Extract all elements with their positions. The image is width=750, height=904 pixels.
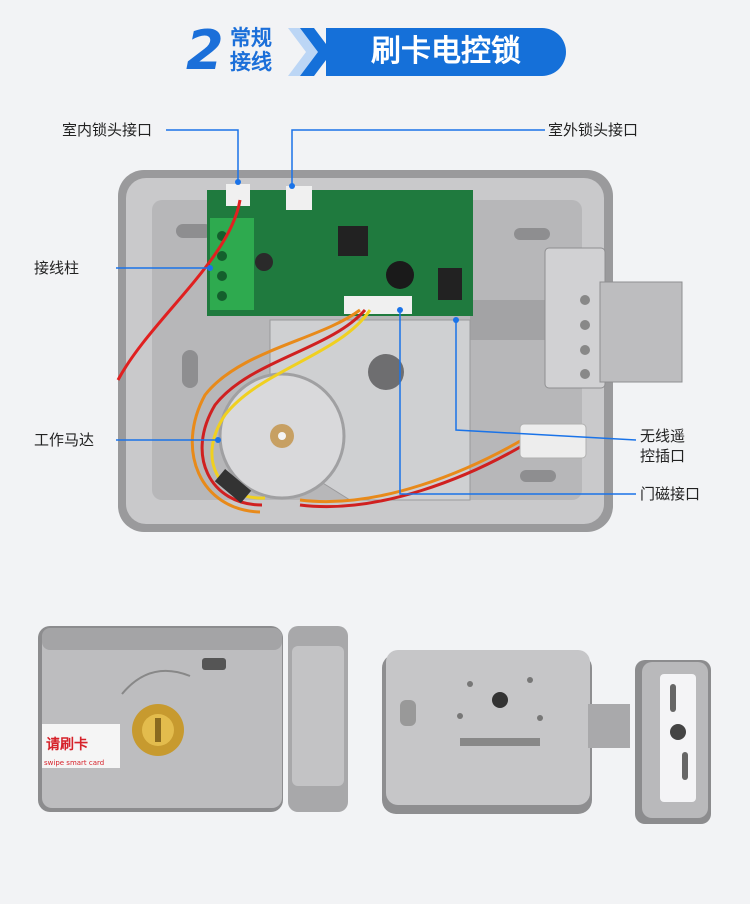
terminal-block <box>210 218 254 310</box>
case-slot <box>514 228 550 240</box>
screw-icon <box>580 320 590 330</box>
screw-icon <box>580 345 590 355</box>
wire <box>190 308 361 514</box>
screw-hole <box>492 692 508 708</box>
chip <box>438 268 462 300</box>
buzzer <box>386 261 414 289</box>
screw-icon <box>580 295 590 305</box>
back-bolt <box>588 704 630 748</box>
label-remote-line1: 无线遥 <box>640 427 686 445</box>
back-plate <box>386 650 590 805</box>
turn-arrow-icon <box>121 669 191 695</box>
cylinder-hole <box>368 354 404 390</box>
indoor-connector <box>226 184 250 206</box>
case-slot <box>520 470 556 482</box>
sensor-connector <box>344 296 412 314</box>
latch-bolt <box>599 281 683 383</box>
screw-hole <box>670 724 686 740</box>
header-banner: 2 常规 接线 刷卡电控锁 <box>186 22 566 82</box>
outdoor-connector <box>286 186 312 210</box>
case-slot <box>176 224 212 238</box>
lock-front-photo <box>38 626 348 812</box>
indicator-window <box>202 658 226 670</box>
lock-internal-photo <box>116 129 683 532</box>
lock-back-photo <box>382 650 711 824</box>
sticker-subtitle: swipe smart card <box>44 759 105 767</box>
callout-lines <box>116 129 637 495</box>
label-outdoor-port: 室外锁头接口 <box>548 121 639 139</box>
wire <box>299 438 523 504</box>
slot <box>460 738 540 746</box>
section-tag-line1: 常规 <box>230 26 272 50</box>
sticker-title: 请刷卡 <box>46 737 88 753</box>
section-tag-line2: 接线 <box>230 50 272 74</box>
label-remote-line2: 控插口 <box>640 447 686 465</box>
remote-plug <box>519 423 587 459</box>
capacitor <box>255 253 273 271</box>
latch-hinge <box>544 247 606 389</box>
label-terminal: 接线柱 <box>34 259 80 277</box>
chip <box>338 226 368 256</box>
banner-title: 刷卡电控锁 <box>326 28 566 76</box>
wire <box>200 309 367 507</box>
double-chevron-icon <box>288 28 332 76</box>
label-indoor-port: 室内锁头接口 <box>62 121 153 139</box>
case-slot <box>182 350 198 388</box>
card-sticker <box>42 724 120 768</box>
label-remote-socket: 无线遥 控插口 <box>640 426 685 466</box>
section-number: 2 <box>186 19 224 82</box>
wire <box>299 444 523 509</box>
label-motor: 工作马达 <box>34 431 95 449</box>
label-door-sensor: 门磁接口 <box>640 485 701 503</box>
section-tag: 常规 接线 <box>230 26 290 74</box>
screw-icon <box>580 369 590 379</box>
wire-plug <box>214 468 252 504</box>
wire <box>116 199 242 381</box>
